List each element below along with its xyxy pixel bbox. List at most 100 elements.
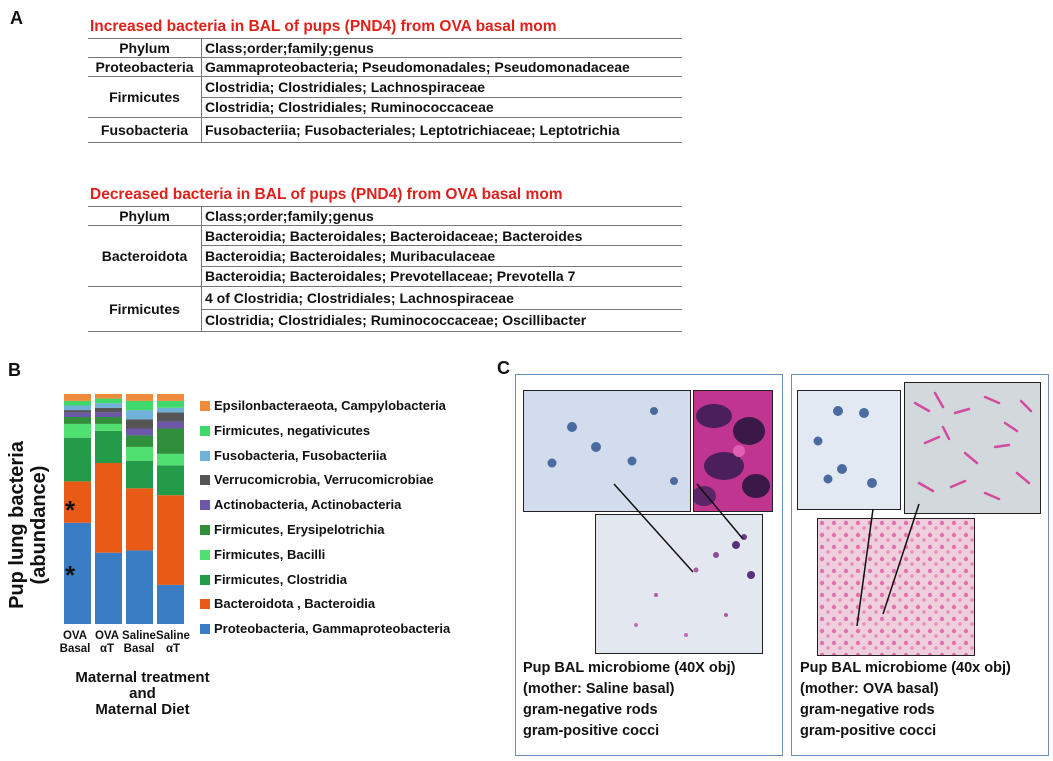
micrograph-saline-zoom-cocci — [523, 390, 691, 512]
bar-segment-3-5 — [157, 421, 184, 429]
decreased-bacteria-table: Phylum Class;order;family;genus Bacteroi… — [88, 206, 682, 332]
bar-segment-1-0 — [95, 552, 122, 624]
bar-segment-0-4 — [64, 417, 91, 424]
micrograph-ova-zoom-rods — [904, 382, 1041, 514]
micrograph-image — [798, 391, 900, 509]
legend-item: Bacteroidota , Bacteroidia — [200, 596, 376, 612]
legend-label: Epsilonbacteraeota, Campylobacteria — [214, 398, 446, 413]
x-axis-label: Maternal treatment and Maternal Diet — [55, 670, 230, 718]
bar-segment-1-7 — [95, 403, 122, 408]
bar-segment-3-7 — [157, 407, 184, 413]
bar-segment-1-6 — [95, 407, 122, 413]
caption-line: gram-positive cocci — [523, 723, 660, 739]
bar-segment-0-7 — [64, 405, 91, 411]
legend-item: Verrucomicrobia, Verrucomicrobiae — [200, 472, 434, 488]
taxa-cell: Bacteroidia; Bacteroidales; Bacteroidace… — [201, 224, 682, 247]
bar-segment-3-0 — [157, 584, 184, 624]
legend-item: Fusobacteria, Fusobacteriia — [200, 448, 387, 463]
bar-segment-0-0 — [64, 522, 91, 624]
bar-segment-1-2 — [95, 430, 122, 463]
bar-segment-0-8 — [64, 400, 91, 406]
caption-line: gram-negative rods — [800, 702, 935, 718]
legend-swatch — [200, 401, 210, 411]
caption-saline: Pup BAL microbiome (40X obj) (mother: Sa… — [523, 658, 735, 742]
callout-lines-right — [856, 503, 920, 627]
legend-swatch — [200, 425, 210, 436]
legend-swatch — [200, 549, 210, 560]
legend-swatch — [200, 450, 210, 461]
table-row: Fusobacteria Fusobacteriia; Fusobacteria… — [88, 117, 682, 143]
bar-segment-0-1 — [64, 481, 91, 523]
bar-segment-2-2 — [126, 460, 153, 489]
taxa-cell: Bacteroidia; Bacteroidales; Muribaculace… — [201, 245, 682, 267]
table-row: Proteobacteria Gammaproteobacteria; Pseu… — [88, 57, 682, 77]
legend-label: Bacteroidota , Bacteroidia — [214, 596, 376, 612]
x-axis-label-line2: and — [129, 685, 156, 702]
legend-item: Proteobacteria, Gammaproteobacteria — [200, 621, 451, 637]
micrograph-ova-overview — [817, 518, 975, 656]
bar-segment-2-5 — [126, 428, 153, 436]
bar-segment-1-5 — [95, 412, 122, 417]
caption-line: gram-positive cocci — [800, 723, 937, 739]
taxa-cell: Clostridia; Clostridiales; Ruminococcace… — [201, 308, 682, 332]
legend-item: Firmicutes, Clostridia — [200, 571, 347, 587]
bar-segment-2-8 — [126, 400, 153, 411]
panel-c-left-frame — [515, 374, 783, 756]
y-axis-label-line2: (abundance) — [28, 465, 50, 585]
legend-label: Proteobacteria, Gammaproteobacteria — [214, 621, 451, 637]
legend-swatch — [200, 599, 210, 610]
bar-segment-1-4 — [95, 417, 122, 424]
bar-segment-0-6 — [64, 410, 91, 413]
caption-line: Pup BAL microbiome (40X obj) — [523, 660, 736, 676]
table-row: Bacteroidota Bacteroidia; Bacteroidales;… — [88, 224, 682, 287]
legend-swatch — [200, 525, 210, 535]
table-row: Bacteroidia; Bacteroidales; Prevotellace… — [88, 265, 682, 288]
legend-swatch — [200, 574, 210, 585]
legend-swatch — [200, 624, 210, 635]
legend-item: Firmicutes, negativicutes — [200, 423, 370, 438]
table-header-row: Phylum Class;order;family;genus — [88, 38, 682, 58]
bar-segment-2-9 — [126, 394, 153, 401]
legend-item: Firmicutes, Bacilli — [200, 546, 326, 562]
increased-bacteria-table: Phylum Class;order;family;genus Proteoba… — [88, 38, 682, 143]
panel-c-right-frame — [791, 374, 1049, 756]
taxa-cell: Clostridia; Clostridiales; Ruminococcace… — [201, 96, 682, 118]
increased-table-title: Increased bacteria in BAL of pups (PND4)… — [90, 18, 557, 35]
bar-segment-0-9 — [64, 394, 91, 401]
taxa-cell: Fusobacteriia; Fusobacteriales; Leptotri… — [201, 117, 682, 143]
phylum-cell: Proteobacteria — [88, 57, 202, 77]
caption-ova: Pup BAL microbiome (40x obj) (mother: OV… — [800, 658, 1011, 742]
micrograph-saline-zoom-stained — [693, 390, 773, 512]
x-tick-label-2: Saline Basal — [122, 630, 156, 655]
caption-line: Pup BAL microbiome (40x obj) — [800, 660, 1011, 676]
bar-segment-3-2 — [157, 465, 184, 496]
legend-item: Actinobacteria, Actinobacteria — [200, 497, 401, 512]
x-tick-label-3: Saline αT — [156, 630, 190, 655]
table-row: Firmicutes 4 of Clostridia; Clostridiale… — [88, 286, 682, 332]
taxa-cell: Clostridia; Clostridiales; Lachnospirace… — [201, 76, 682, 98]
panel-c-letter: C — [497, 358, 510, 378]
legend-label: Firmicutes, Clostridia — [214, 571, 347, 587]
bar-segment-2-1 — [126, 488, 153, 551]
bar-segment-3-3 — [157, 453, 184, 466]
taxa-cell: 4 of Clostridia; Clostridiales; Lachnosp… — [201, 286, 682, 310]
table-row: Clostridia; Clostridiales; Ruminococcace… — [88, 96, 682, 118]
caption-line: gram-negative rods — [523, 702, 658, 718]
header-phylum: Phylum — [88, 38, 202, 58]
panel-a-letter: A — [10, 8, 23, 28]
decreased-table-title: Decreased bacteria in BAL of pups (PND4)… — [90, 186, 563, 203]
taxa-cell: Gammaproteobacteria; Pseudomonadales; Ps… — [201, 57, 682, 77]
bar-segment-2-4 — [126, 435, 153, 447]
x-tick-label-1: OVA αT — [94, 630, 120, 655]
phylum-cell: Firmicutes — [88, 76, 202, 118]
bar-segment-3-4 — [157, 428, 184, 454]
taxa-cell: Bacteroidia; Bacteroidales; Prevotellace… — [201, 265, 682, 288]
bar-segment-2-7 — [126, 410, 153, 420]
bar-segment-2-3 — [126, 446, 153, 461]
micrograph-ova-zoom-cocci — [797, 390, 901, 510]
bar-segment-1-3 — [95, 423, 122, 431]
legend-label: Firmicutes, Bacilli — [214, 546, 326, 562]
caption-line: (mother: OVA basal) — [800, 681, 939, 697]
legend-label: Verrucomicrobia, Verrucomicrobiae — [214, 472, 434, 488]
x-axis-label-line3: Maternal Diet — [95, 701, 190, 718]
